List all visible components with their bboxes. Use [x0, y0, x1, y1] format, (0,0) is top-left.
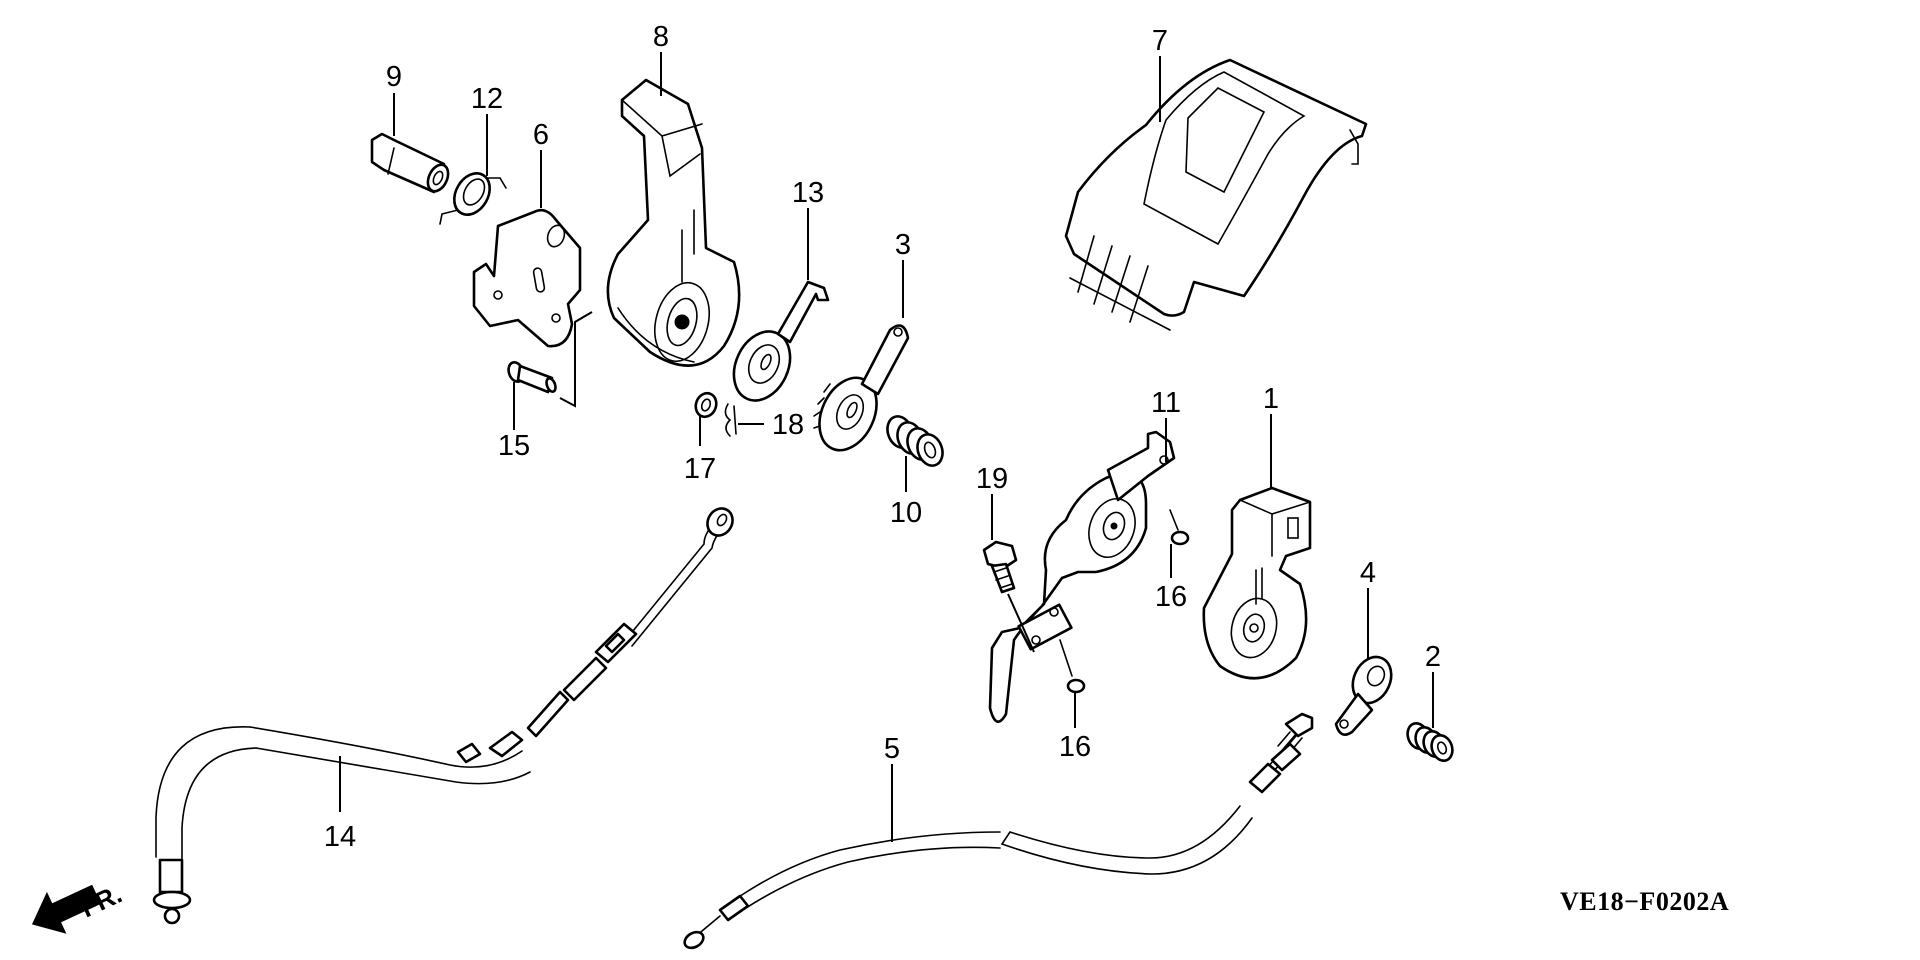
part-11-lever-base-bracket[interactable]	[988, 430, 1176, 723]
callout-16a[interactable]: 16	[1155, 581, 1187, 613]
callout-16b[interactable]: 16	[1059, 731, 1091, 763]
part-10-spring[interactable]	[883, 413, 946, 469]
part-1-control-lever-right[interactable]	[1202, 486, 1312, 680]
part-6-lever-bracket[interactable]	[472, 208, 582, 348]
callout-2[interactable]: 2	[1425, 641, 1441, 673]
callout-9[interactable]: 9	[386, 61, 402, 93]
callout-7[interactable]: 7	[1152, 25, 1168, 57]
part-13-friction-plate[interactable]	[723, 280, 830, 410]
part-18-clip[interactable]	[724, 403, 737, 437]
callout-19[interactable]: 19	[976, 463, 1008, 495]
part-19-flange-bolt[interactable]	[982, 540, 1018, 594]
part-12-torsion-spring[interactable]	[439, 167, 507, 225]
callout-12[interactable]: 12	[471, 83, 503, 115]
part-7-lever-cover[interactable]	[1064, 58, 1368, 331]
cable-end-fitting	[1277, 712, 1314, 751]
leader-19-assembly	[1007, 593, 1035, 653]
part-16-screw-lower[interactable]	[1059, 639, 1086, 694]
part-9-pivot-collar[interactable]	[370, 132, 452, 194]
part-3-friction-plate-arm[interactable]	[808, 324, 910, 460]
part-15-pin[interactable]	[506, 360, 557, 394]
part-2-spring[interactable]	[1404, 720, 1456, 763]
callout-11[interactable]: 11	[1151, 387, 1181, 419]
callout-14[interactable]: 14	[324, 821, 356, 853]
drawing-code: VE18−F0202A	[1560, 887, 1729, 916]
front-direction-arrow-icon	[31, 884, 101, 934]
part-14-control-cable[interactable]	[152, 504, 737, 925]
leader-15-assembly	[559, 311, 593, 408]
front-direction-label: FR.	[76, 879, 127, 924]
callout-1[interactable]: 1	[1263, 383, 1279, 415]
part-5-control-cable[interactable]	[682, 733, 1303, 951]
callout-15[interactable]: 15	[498, 430, 530, 462]
callout-18[interactable]: 18	[772, 409, 804, 441]
part-17-washer[interactable]	[692, 390, 719, 419]
callout-6[interactable]: 6	[533, 119, 549, 151]
part-16-screw-upper[interactable]	[1169, 509, 1190, 546]
part-8-control-lever-left[interactable]	[606, 78, 741, 367]
part-4-lever-plate[interactable]	[1334, 651, 1398, 736]
callout-10[interactable]: 10	[890, 497, 922, 529]
callout-17[interactable]: 17	[684, 453, 716, 485]
callout-13[interactable]: 13	[792, 177, 824, 209]
callout-8[interactable]: 8	[653, 21, 669, 53]
callout-4[interactable]: 4	[1360, 557, 1376, 589]
callout-5[interactable]: 5	[884, 733, 900, 765]
callout-3[interactable]: 3	[895, 229, 911, 261]
